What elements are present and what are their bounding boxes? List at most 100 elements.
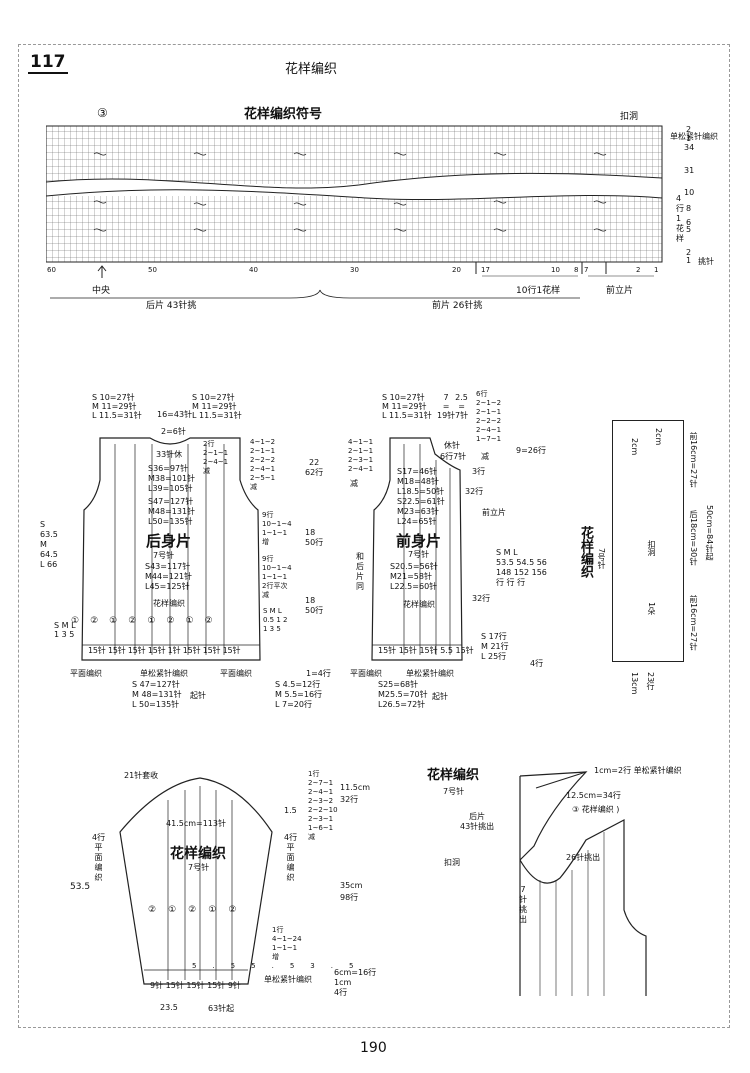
back-neck: 2=6针 [161,427,186,436]
repeat-label: 10行1花样 [516,286,561,296]
placket-dim-1: 2cm [630,438,639,456]
chart-annotation-lines [50,265,654,299]
back-pattern: 花样编织 [153,599,185,608]
back-dims-4: 1=4行 [306,669,331,678]
front-right-3rows: 3行 [472,467,486,476]
back-start-label: 起针 [190,691,206,700]
row-num-2b: 2 [686,248,692,257]
center-label: 中央 [92,286,111,296]
front-left-reduce: 减 [350,479,358,488]
front-needle: 7号针 [408,550,430,559]
front-start-label: 起针 [432,692,448,701]
front-top-right: 2.5=7针 [455,393,469,420]
assembly-collar: 12.5cm=34行 [566,791,621,800]
back-top-mid: 16=43针 [157,410,193,419]
pickup-label: 挑针 [698,257,714,266]
col-num-1: 1 [654,266,659,274]
assembly-title: 花样编织 [427,768,480,783]
col-num-17: 17 [481,266,490,274]
front-right-32rows-b: 32行 [472,594,491,603]
col-num-30: 30 [350,266,359,274]
sleeve-needle: 7号针 [188,863,210,872]
row-num-6: 6 [686,218,692,227]
sleeve-top-label: 21针套收 [124,771,159,780]
back-flat-left: 平面编织 [70,669,102,678]
assembly-kouyan: 扣洞 [444,858,460,867]
front-rest2: 6行7针 [440,452,467,461]
back-pick-label: 后片 43针挑 [146,301,197,311]
row-num-2: 2 [686,125,692,134]
sleeve-left: 4行平面编织 [92,833,106,882]
col-num-10: 10 [551,266,560,274]
sleeve-height: 53.5 [70,882,91,892]
sleeve-title: 花样编织 [170,846,226,862]
sleeve-bottom-dim: 23.5 [160,1003,178,1012]
chart-heading: 花样编织符号 [244,107,323,122]
placket-front-bottom: 前16cm=27针 [689,595,698,651]
chart-rib-label: 单松紧针编织 [670,132,718,141]
front-pick-label: 前片 26针挑 [432,301,483,311]
col-num-2: 2 [636,266,641,274]
placket-back: 后18cm=30针 [689,510,698,566]
row-num-31: 31 [684,166,695,175]
back-flat-right: 平面编织 [220,669,252,678]
col-num-40: 40 [249,266,258,274]
placket-band [612,420,684,662]
front-flat: 平面编织 [350,669,382,678]
stitch-chart-grid [46,125,663,274]
sleeve-start: 63针起 [208,1004,235,1013]
col-num-7: 7 [584,266,589,274]
row-num-5: 5 [686,225,692,234]
row-num-10: 10 [684,188,695,197]
page-frame [18,44,730,1028]
sleeve-fivefive: 5.55.53.5 [192,962,370,970]
sleeve-outline [119,777,273,985]
row-num-1: 1 [686,134,692,143]
placket-needle: 7号针 [597,548,606,570]
placket-bottom-rows: 23行 [646,672,655,691]
chart-kouyan-label: 扣洞 [620,112,639,122]
assembly-pattern: ③ 花样编织 ) [572,805,620,814]
front-rest: 休针 [444,441,460,450]
sleeve-right: 4行平面编织 [284,833,298,882]
page-footer-number: 190 [360,1040,387,1056]
placket-title: 花样编织 [578,526,593,578]
back-bottom-widths: 15针 15针 15针 15针 1针 15针 15针 15针 [88,646,241,655]
front-right-32rows: 32行 [465,487,484,496]
assembly-needle: 7号针 [443,787,465,796]
back-rib: 单松紧针编织 [140,669,188,678]
front-rest-reduce: 减 [481,452,489,461]
placket-holes: 1朵 [647,602,656,616]
front-height: 9=26行 [516,446,546,455]
front-top-mid: 7=19针 [437,393,456,420]
row-num-34: 34 [684,143,695,152]
back-circles: ①②①②①②①② [71,616,224,626]
front-panel-outline [371,437,463,661]
col-num-50: 50 [148,266,157,274]
assembly-outline [519,771,647,996]
front-title: 前身片 [396,532,442,550]
sleeve-dim-1-5: 1.5 [284,806,297,815]
four-row-repeat-label: 4 行 1 花 样 [676,194,684,243]
